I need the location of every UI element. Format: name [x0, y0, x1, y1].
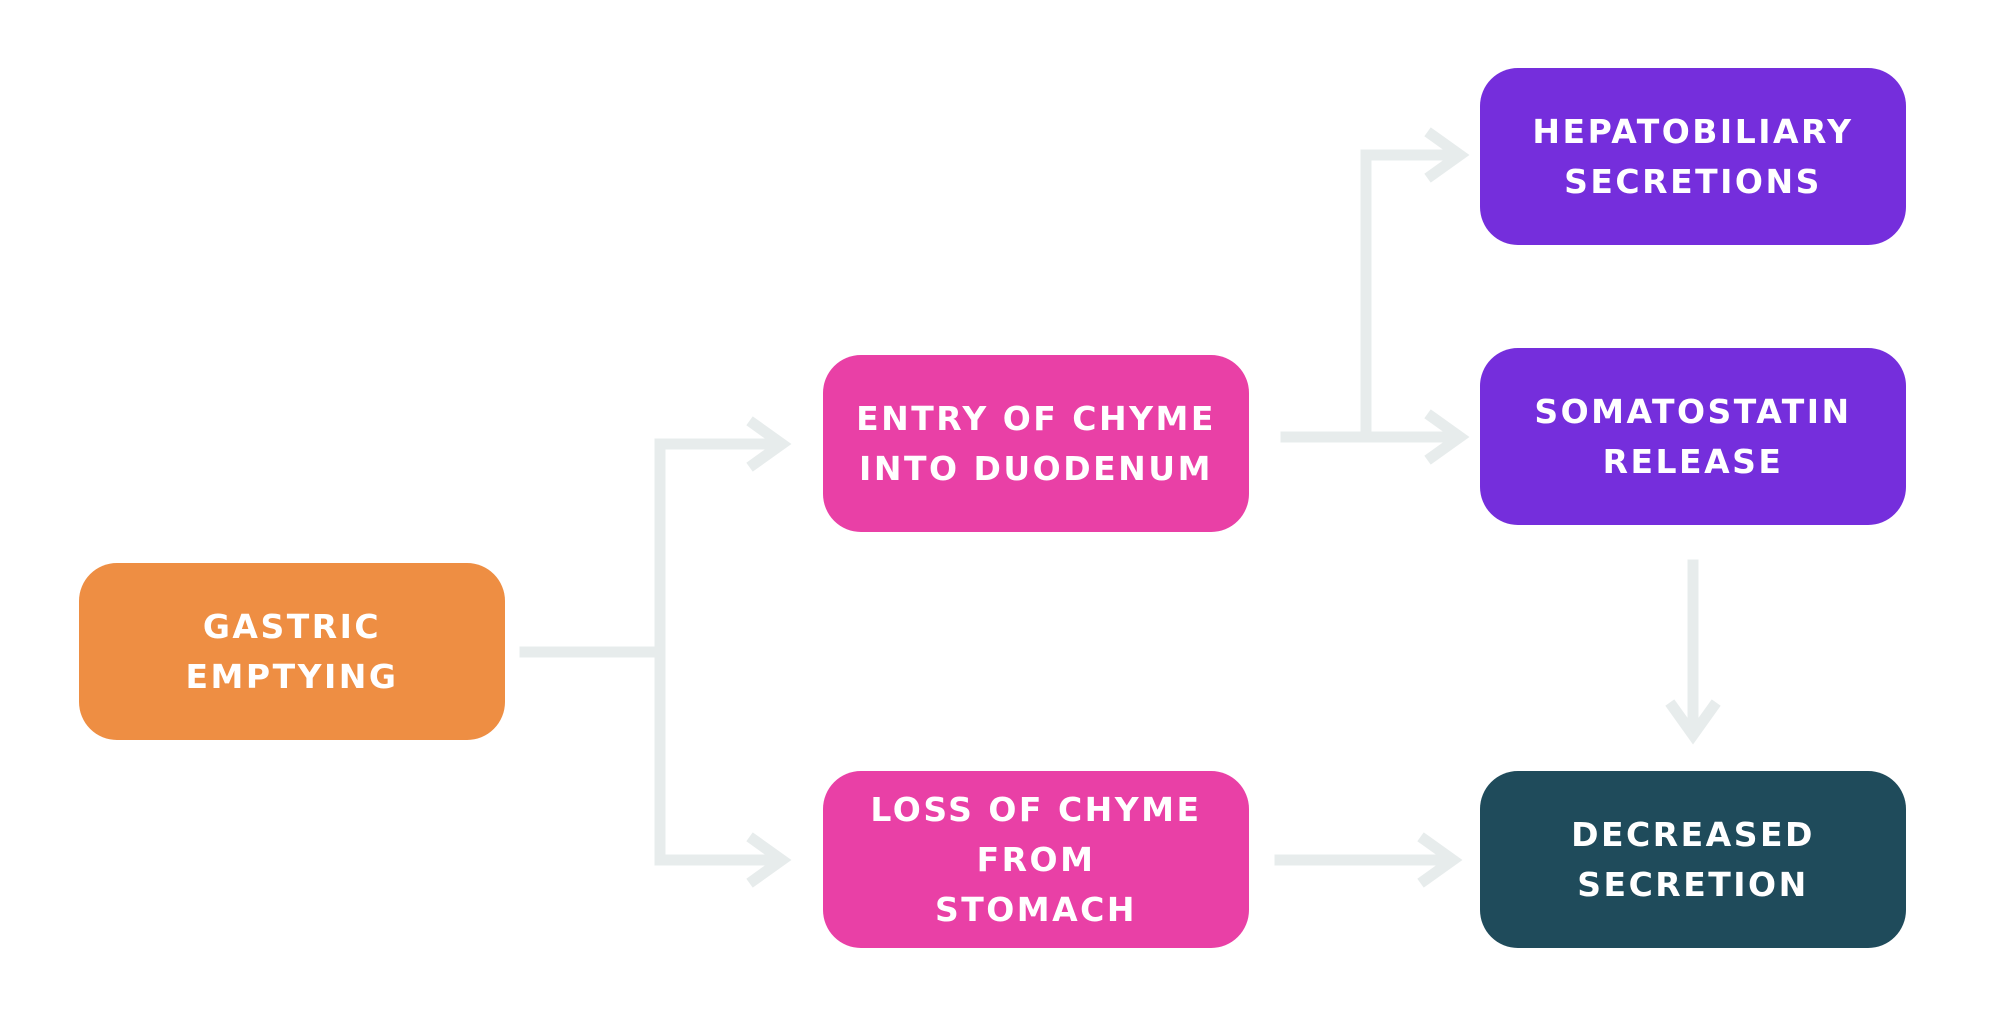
- arrowhead-somato: [1424, 409, 1470, 465]
- node-somatostatin-release: SOMATOSTATIN RELEASE: [1480, 348, 1906, 525]
- arrowhead-decreased-left: [1417, 832, 1463, 888]
- node-hepatobiliary-secretions-label: HEPATOBILIARY SECRETIONS: [1532, 111, 1854, 201]
- arrowhead-loss: [746, 832, 792, 888]
- node-entry-of-chyme: ENTRY OF CHYME INTO DUODENUM: [823, 355, 1249, 532]
- node-hepatobiliary-secretions: HEPATOBILIARY SECRETIONS: [1480, 68, 1906, 245]
- arrowhead-hepato: [1424, 127, 1470, 183]
- node-gastric-emptying-label: GASTRIC EMPTYING: [185, 606, 399, 696]
- node-entry-of-chyme-label: ENTRY OF CHYME INTO DUODENUM: [856, 398, 1216, 488]
- arrowhead-entry: [746, 416, 792, 472]
- node-gastric-emptying: GASTRIC EMPTYING: [79, 563, 505, 740]
- node-loss-of-chyme: LOSS OF CHYME FROM STOMACH: [823, 771, 1249, 948]
- node-loss-of-chyme-label: LOSS OF CHYME FROM STOMACH: [870, 789, 1202, 929]
- arrowhead-decreased-top: [1665, 699, 1721, 745]
- node-decreased-secretion: DECREASED SECRETION: [1480, 771, 1906, 948]
- node-somatostatin-release-label: SOMATOSTATIN RELEASE: [1534, 391, 1852, 481]
- node-decreased-secretion-label: DECREASED SECRETION: [1571, 814, 1815, 904]
